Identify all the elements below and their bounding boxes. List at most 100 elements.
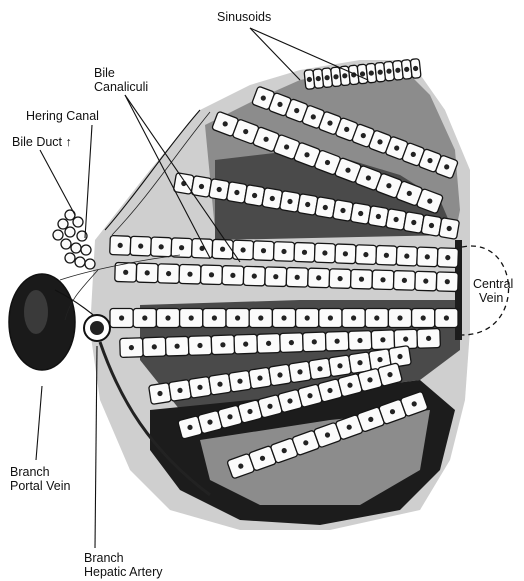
hepatocyte	[365, 309, 388, 328]
hepatocyte	[417, 329, 440, 349]
hepatocyte	[149, 383, 172, 405]
hepatocyte	[222, 266, 244, 286]
hepatocyte	[211, 335, 234, 355]
hepatocyte	[229, 370, 252, 392]
hepatocyte	[351, 269, 373, 289]
hepatocyte	[201, 265, 223, 285]
hepatocyte	[180, 309, 203, 328]
hepatocyte	[439, 218, 460, 240]
hepatocyte-nucleus	[444, 315, 449, 320]
label-branch-hepatic-artery-line2: Hepatic Artery	[84, 565, 163, 579]
hepatocyte	[257, 334, 280, 354]
hepatocyte	[410, 59, 421, 79]
bile-duct	[53, 210, 95, 269]
label-bile-canaliculi-line2: Canaliculi	[94, 80, 148, 94]
hepatocyte-nucleus	[235, 315, 240, 320]
hepatocyte	[372, 270, 394, 290]
label-branch-portal-vein-line1: Branch	[10, 465, 50, 479]
hepatocyte	[376, 245, 397, 265]
hepatocyte	[120, 338, 143, 358]
hepatocyte-nucleus	[397, 315, 402, 320]
hepatocyte	[319, 309, 342, 328]
hepatocyte	[371, 330, 394, 350]
hepatocyte	[249, 309, 272, 328]
hepatocyte	[203, 309, 226, 328]
hepatocyte	[169, 379, 192, 401]
hepatocyte	[342, 309, 365, 328]
hepatocyte-nucleus	[258, 315, 263, 320]
hepatocyte	[143, 337, 166, 357]
hepatocyte-nucleus	[212, 315, 217, 320]
plate-lower-1	[110, 309, 458, 328]
hepatocyte	[314, 243, 335, 263]
label-hering-canal: Hering Canal	[26, 109, 99, 123]
hepatocyte	[286, 267, 308, 287]
hepatocyte	[294, 242, 315, 262]
hepatocyte	[209, 373, 232, 395]
hepatocyte	[234, 334, 257, 354]
hepatocyte	[329, 355, 352, 377]
label-branch-hepatic-artery-line1: Branch	[84, 551, 124, 565]
hepatocyte	[233, 240, 254, 260]
hepatocyte	[272, 309, 295, 328]
hepatocyte	[296, 309, 319, 328]
hepatocyte	[179, 264, 201, 284]
hepatocyte	[436, 272, 458, 292]
hepatocyte	[136, 263, 158, 283]
hepatocyte	[435, 309, 458, 328]
hepatocyte	[415, 271, 437, 291]
hepatocyte-nucleus	[421, 315, 426, 320]
hepatocyte	[110, 236, 131, 256]
hepatocyte	[133, 309, 156, 328]
hepatocyte	[165, 336, 188, 356]
hepatocyte	[417, 247, 438, 267]
hepatocyte	[393, 271, 415, 291]
hepatocyte-nucleus	[305, 315, 310, 320]
hepatocyte	[273, 242, 294, 262]
hepatocyte	[396, 246, 417, 266]
hepatocyte	[437, 248, 458, 268]
label-sinusoids: Sinusoids	[217, 10, 271, 24]
hepatocyte	[269, 364, 292, 386]
hepatocyte-nucleus	[374, 315, 379, 320]
hepatocyte	[335, 244, 356, 264]
hepatocyte	[309, 358, 332, 380]
label-bile-duct: Bile Duct ↑	[12, 135, 72, 149]
label-central-vein-line1: Central	[473, 277, 513, 291]
hepatocyte-nucleus	[119, 315, 124, 320]
hepatocyte	[226, 309, 249, 328]
hepatocyte	[308, 268, 330, 288]
label-branch-portal-vein-line2: Portal Vein	[10, 479, 71, 493]
hepatocyte	[130, 236, 151, 256]
hepatocyte-nucleus	[189, 315, 194, 320]
hepatocyte	[158, 264, 180, 284]
hepatocyte	[188, 336, 211, 356]
hepatocyte-nucleus	[328, 315, 333, 320]
label-central-vein-line2: Vein	[479, 291, 503, 305]
hepatocyte	[412, 309, 435, 328]
hepatocyte	[280, 333, 303, 353]
hepatocyte	[243, 266, 265, 286]
hepatocyte	[265, 267, 287, 287]
hepatocyte	[110, 309, 133, 328]
label-bile-canaliculi-line1: Bile	[94, 66, 115, 80]
hepatocyte	[189, 376, 212, 398]
hepatocyte	[325, 331, 348, 351]
hepatocyte-nucleus	[142, 315, 147, 320]
hepatocyte	[249, 367, 272, 389]
hepatocyte	[303, 332, 326, 352]
hepatocyte-nucleus	[165, 315, 170, 320]
hepatocyte	[156, 309, 179, 328]
hepatocyte	[355, 245, 376, 265]
hepatocyte	[151, 237, 172, 257]
hepatocyte-nucleus	[281, 315, 286, 320]
hepatocyte-nucleus	[351, 315, 356, 320]
hepatocyte	[388, 309, 411, 328]
hepatocyte	[329, 269, 351, 289]
hepatocyte	[253, 241, 274, 261]
hepatocyte	[348, 331, 371, 351]
hepatocyte	[212, 239, 233, 259]
hepatocyte	[192, 239, 213, 259]
hepatocyte	[171, 238, 192, 258]
